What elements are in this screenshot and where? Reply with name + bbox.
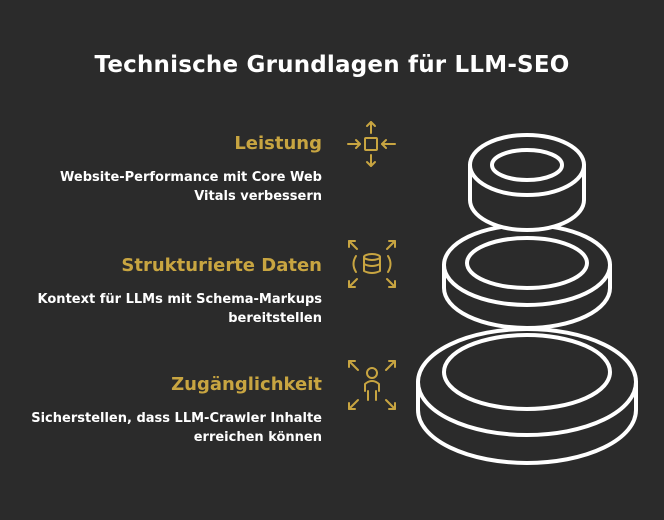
performance-arrows-icon (345, 120, 399, 170)
database-expand-icon (346, 238, 398, 290)
item-description-line: Vitals verbessern (194, 189, 322, 204)
item-description-line: Sicherstellen, dass LLM-Crawler Inhalte (31, 411, 322, 426)
bottom-ring (416, 327, 638, 465)
item-description-line: bereitstellen (228, 311, 322, 326)
person-expand-icon (346, 358, 398, 412)
item-description-line: Website-Performance mit Core Web (60, 170, 322, 185)
stacked-rings-illustration (410, 120, 646, 474)
page-title: Technische Grundlagen für LLM-SEO (94, 52, 570, 78)
item-description-line: Kontext für LLMs mit Schema-Markups (37, 292, 322, 307)
middle-ring (442, 223, 612, 330)
item-heading: Zugänglichkeit (171, 374, 322, 395)
item-description: Website-Performance mit Core Web Vitals … (60, 168, 322, 206)
item-heading: Leistung (234, 133, 322, 154)
item-leistung: Leistung Website-Performance mit Core We… (60, 133, 322, 206)
top-ring (468, 133, 586, 232)
item-strukturierte-daten: Strukturierte Daten Kontext für LLMs mit… (38, 255, 322, 328)
item-description: Sicherstellen, dass LLM-Crawler Inhalte … (31, 409, 322, 447)
item-zugaenglichkeit: Zugänglichkeit Sicherstellen, dass LLM-C… (31, 374, 322, 447)
item-description-line: erreichen können (193, 430, 322, 445)
item-description: Kontext für LLMs mit Schema-Markups bere… (38, 290, 322, 328)
item-heading: Strukturierte Daten (121, 255, 322, 276)
